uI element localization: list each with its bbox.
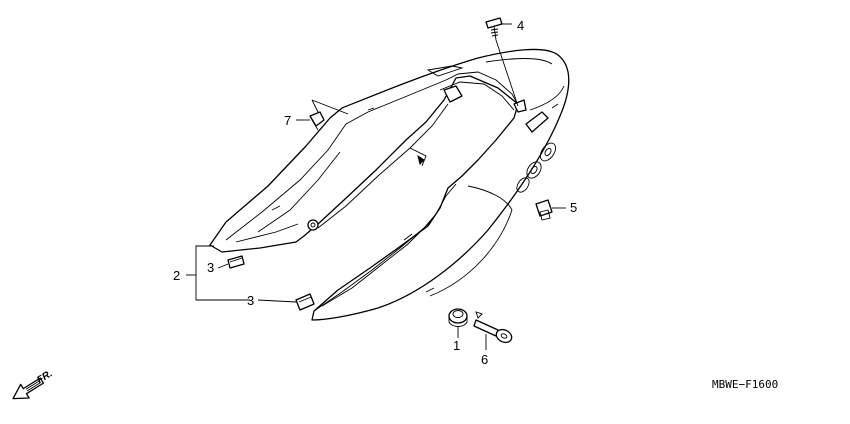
callout-3-upper: 3 (207, 260, 214, 275)
callout-4: 4 (517, 18, 524, 33)
front-direction-arrow (12, 377, 45, 400)
collar-part-1 (448, 308, 468, 338)
callout-6: 6 (481, 352, 488, 367)
rear-cowl (209, 48, 570, 321)
callout-7: 7 (284, 113, 291, 128)
callout-2: 2 (173, 268, 180, 283)
clip-part-7 (296, 99, 349, 131)
grommet-part-5 (535, 199, 566, 221)
callout-3-lower: 3 (247, 293, 254, 308)
diagram-code: MBWE−F1600 (712, 378, 778, 391)
callout-5: 5 (570, 200, 577, 215)
pad-part-3-lower (295, 293, 315, 311)
pad-part-3-upper (227, 255, 245, 269)
leader-lines (186, 245, 297, 303)
screw-part-4 (485, 17, 519, 107)
callout-1: 1 (453, 338, 460, 353)
bolt-part-6 (473, 311, 513, 350)
